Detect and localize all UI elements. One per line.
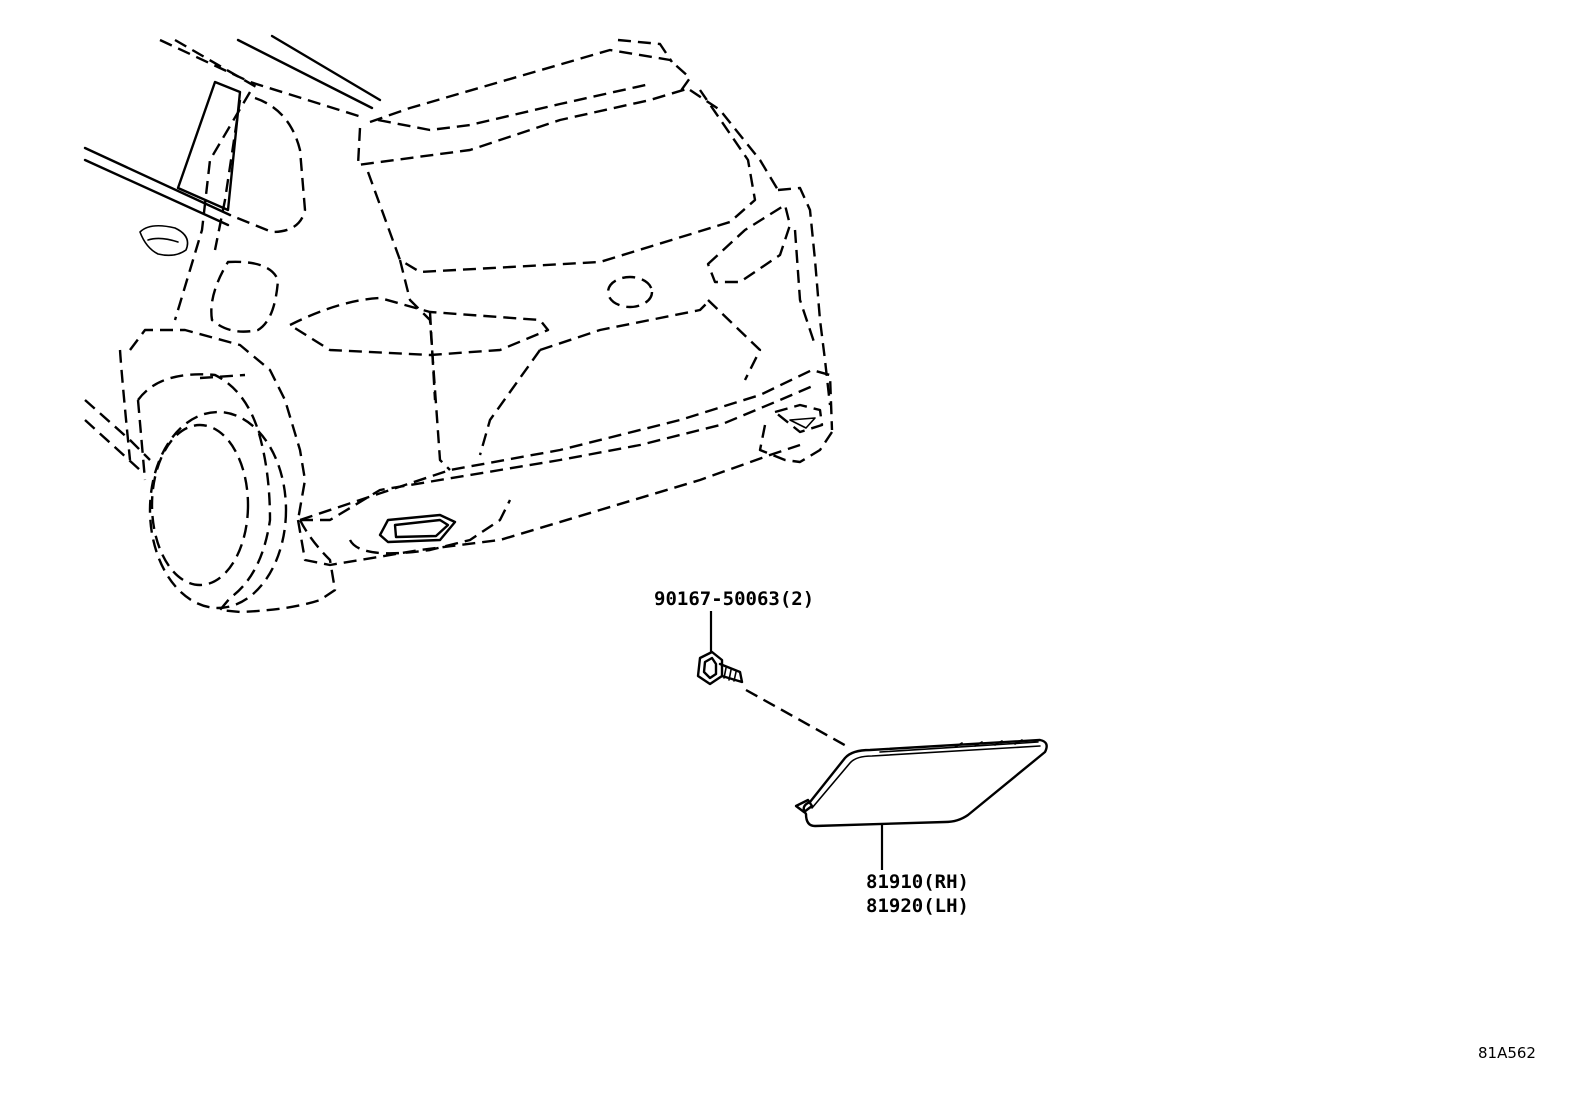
bolt-90167-part xyxy=(696,650,744,686)
illustration-code: 81A562 xyxy=(1478,1044,1536,1062)
callout-reflector-rh-part-number: 81910(RH) xyxy=(866,871,969,893)
vehicle-outline xyxy=(83,34,834,614)
callout-bolt-part-number: 90167-50063(2) xyxy=(654,588,814,610)
install-direction-line xyxy=(745,688,851,750)
callout-reflector-lh-part-number: 81920(LH) xyxy=(866,895,969,917)
rear-reflector-part xyxy=(794,738,1048,828)
